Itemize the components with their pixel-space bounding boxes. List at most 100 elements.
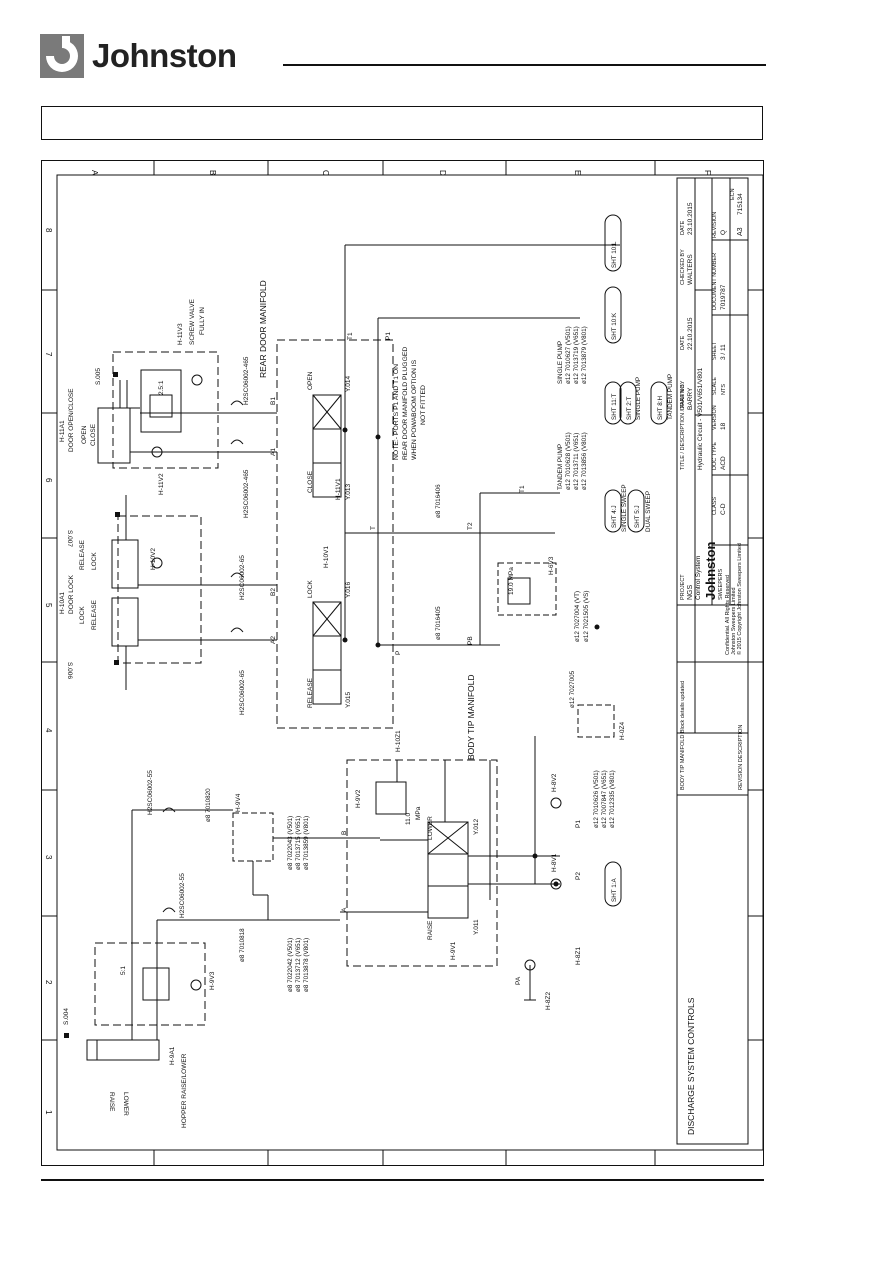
sheet-1a[interactable]: SHT 1:A xyxy=(611,878,618,902)
grid-row-7: 7 xyxy=(44,352,53,357)
counterbalance-ratio: 2.5:1 xyxy=(158,380,165,395)
tb-doc-type-label: DOC TYPE xyxy=(712,442,718,470)
sheet-11t[interactable]: SHT 11:T xyxy=(611,393,618,420)
sheet-8h[interactable]: SHT 8:H xyxy=(657,396,664,420)
filter-h8z2: H-8Z2 xyxy=(545,992,552,1010)
port-p1-b: P1 xyxy=(575,820,582,828)
port-b: B xyxy=(341,831,348,835)
grid-row-8: 8 xyxy=(44,228,53,233)
valve-y012: Y.012 xyxy=(473,818,480,835)
sheet-4j-note: SINGLE SWEEP xyxy=(621,484,628,532)
tb-checked-label: CHECKED BY xyxy=(680,249,686,285)
grid-col-d: D xyxy=(438,170,447,176)
tb-title: Hydraulic Circuit - V501/V651/V801 xyxy=(697,367,704,470)
pipe-list-c-1: ø12 7010626 (V501) xyxy=(593,770,600,828)
valve-y016: Y.016 xyxy=(345,581,352,598)
port-a1: A1 xyxy=(270,448,277,456)
lock-label-2: LOCK xyxy=(91,552,98,570)
body-tip-manifold-box xyxy=(346,759,498,967)
hose-3: H2SC06002-65 xyxy=(239,555,246,600)
relief-h6v3-pressure: 19.0 MPa xyxy=(508,567,515,595)
sheet-10l[interactable]: SHT 10:L xyxy=(611,241,618,268)
grid-col-c: C xyxy=(321,170,330,176)
lock-label-1: LOCK xyxy=(79,606,86,624)
tb-drawn: BARRY xyxy=(687,387,694,410)
tb-doc: 7019787 xyxy=(720,284,727,310)
valve-h11v1-id: H-11V1 xyxy=(335,478,342,500)
pipe-7010820: ø8 7010820 xyxy=(205,788,212,822)
sheet-8h-note: TANDEM PUMP xyxy=(667,374,674,420)
tb-scale-label: SCALE xyxy=(712,377,718,395)
grid-row-1: 1 xyxy=(44,1110,53,1115)
lower-label: LOWER xyxy=(122,1092,129,1116)
brand-name: Johnston xyxy=(92,37,237,74)
valve-h10v1-id: H-10V1 xyxy=(323,546,330,568)
title-box xyxy=(41,106,763,140)
valve-h9v1-id: H-9V1 xyxy=(450,941,457,960)
pipe-list-c-2: ø12 7007847 (V651) xyxy=(601,770,608,828)
sensor-s006: S.006 xyxy=(66,662,73,679)
component-h0z4: H-0Z4 xyxy=(619,722,626,740)
sensor-s005: S.005 xyxy=(95,368,102,385)
grid-row-5: 5 xyxy=(44,603,53,608)
pipe-list-a-3: ø8 7013859 (V801) xyxy=(303,816,310,870)
port-a: A xyxy=(341,907,348,912)
pipe-list-f-2: ø12 7013719 (V651) xyxy=(573,326,580,384)
port-b1: B1 xyxy=(270,397,277,405)
hose-2: H2SC06002-465 xyxy=(243,469,250,518)
hose-1: H2SC06002-465 xyxy=(243,356,250,405)
pipe-7027005: ø12 7027005 xyxy=(569,670,576,708)
hopper-counterbalance xyxy=(142,967,170,1001)
hopper-cylinder xyxy=(86,1039,160,1061)
check-h8v1: H-8V1 xyxy=(551,853,558,872)
sheet-21t[interactable]: SHT 2:T xyxy=(626,397,633,420)
door-open-label: OPEN xyxy=(81,425,88,444)
tb-date2: 23.10.2015 xyxy=(687,202,694,235)
pipe-7016406: ø8 7016406 xyxy=(435,484,442,518)
johnston-logo: Johnston xyxy=(40,32,270,80)
tb-date1: 22.10.2015 xyxy=(687,317,694,350)
sheet-4j[interactable]: SHT 4:J xyxy=(611,505,618,528)
pipe-list-d-1: ø12 7027004 (VT) xyxy=(574,591,581,642)
tb-sheet: 3 / 11 xyxy=(720,344,727,360)
grid-row-3: 3 xyxy=(44,855,53,860)
relief-h9v2-unit: MPa xyxy=(415,806,422,820)
tb-drawn-label: DRAWN BY xyxy=(680,380,686,410)
hopper-id: H-9A1 xyxy=(169,1046,176,1065)
sheet-10k[interactable]: SHT 10:K xyxy=(611,312,618,340)
tb-system: Control System xyxy=(695,556,702,600)
tb-ecn-label: ECN xyxy=(730,188,736,200)
tb-copyright-3: © 2015 Copyright Johnston Sweepers Limit… xyxy=(736,543,743,655)
note-line-4: NOT FITTED xyxy=(420,385,427,425)
tb-rev-label: REVISION xyxy=(712,212,718,238)
door-cylinder-id: H-11A1 xyxy=(59,420,66,442)
body-tip-manifold-title: BODY TIP MANIFOLD xyxy=(466,675,476,761)
sheet-5j[interactable]: SHT 5:J xyxy=(634,505,641,528)
hopper-label: HOPPER RAISE/LOWER xyxy=(181,1053,188,1128)
relief-h6v3-id: H-6V3 xyxy=(548,556,555,575)
johnston-emblem-icon xyxy=(40,34,84,78)
tb-project: NGS xyxy=(687,585,694,601)
tb-doc-type: ACD xyxy=(720,456,727,470)
hose-4: H2SC06002-65 xyxy=(239,670,246,715)
hose-6: H2SC06002-55 xyxy=(179,873,186,918)
revision-note: BODY TIP MANIFOLD Block details updated xyxy=(680,681,686,790)
footer-rule xyxy=(41,1179,764,1181)
valve-y011: Y.011 xyxy=(473,919,480,935)
lock-check-id: H-10V2 xyxy=(150,548,157,570)
pipe-7010818: ø8 7010818 xyxy=(239,928,246,962)
pipe-list-a-2: ø8 7013715 (V651) xyxy=(295,816,302,870)
raise-label: RAISE xyxy=(108,1092,115,1112)
check-h11v2: H-11V2 xyxy=(158,473,165,495)
pipe-list-e-3: ø12 7013856 (V801) xyxy=(581,432,588,490)
header-rule xyxy=(283,64,766,66)
tb-company-sub: SWEEPERS xyxy=(718,568,724,600)
filter-h8z1: H-8Z1 xyxy=(575,947,582,965)
check-h9v4: H-9V4 xyxy=(235,793,242,812)
pipe-list-f-1: ø12 7010627 (V501) xyxy=(565,326,572,384)
port-t2: T2 xyxy=(467,522,474,530)
screw-valve-note: SCREW VALVE xyxy=(189,298,196,345)
fully-in-note: FULLY IN xyxy=(199,307,206,335)
port-pb: PB xyxy=(467,636,474,645)
sheet-5j-note: DUAL SWEEP xyxy=(645,491,652,532)
